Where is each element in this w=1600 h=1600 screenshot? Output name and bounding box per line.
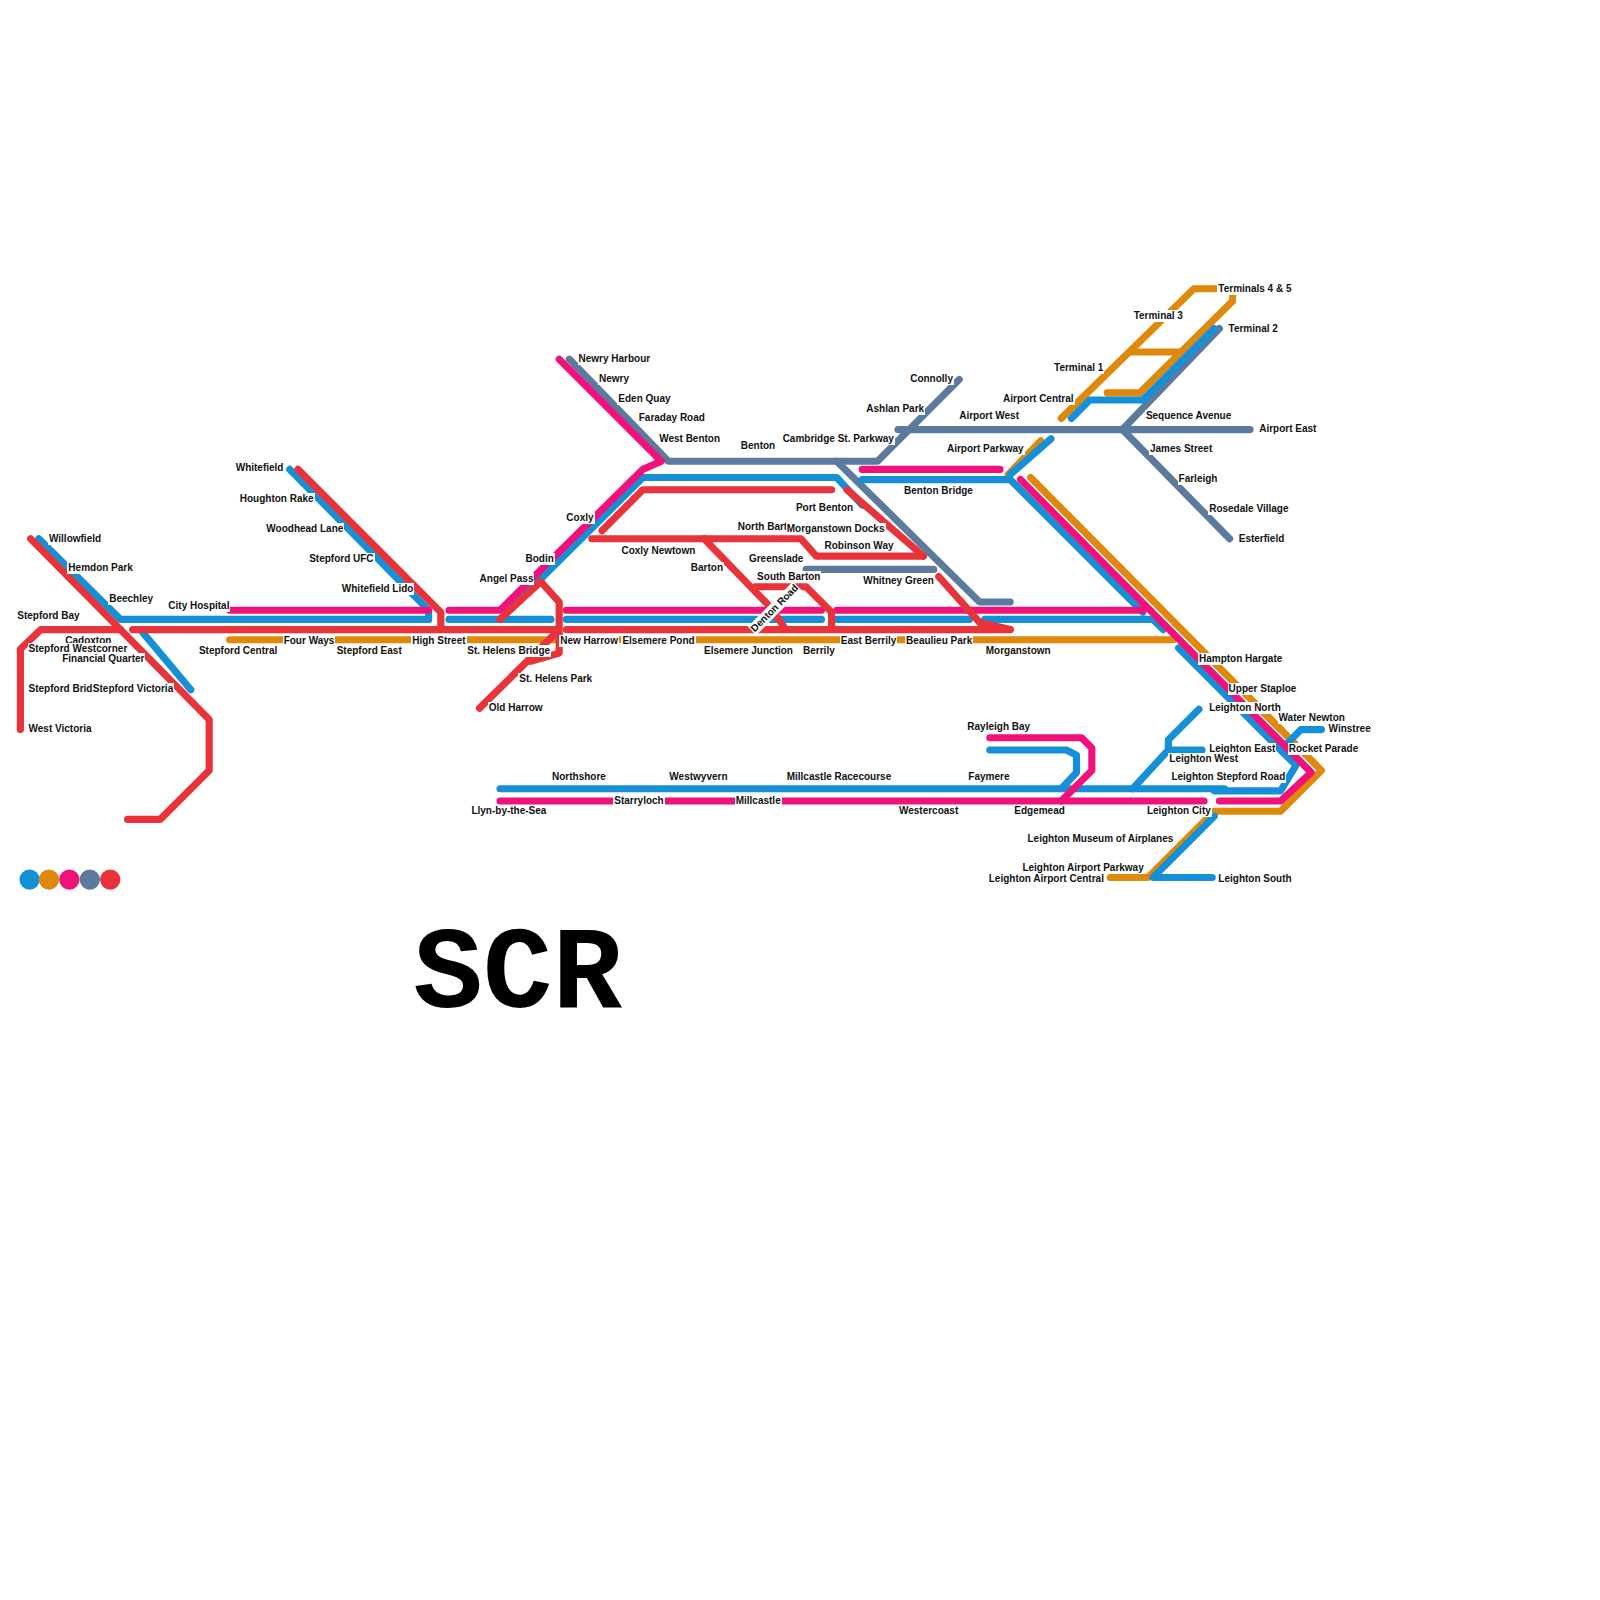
legend-dots: [19, 869, 120, 889]
station-label: Elsemere Junction: [703, 645, 794, 657]
station-label: Westercoast: [898, 805, 959, 817]
station-label: Stepford Bay: [16, 610, 80, 622]
station-label: Llyn-by-the-Sea: [470, 805, 547, 817]
station-label: Stepford UFC: [308, 553, 374, 565]
station-label: Financial Quarter: [61, 653, 145, 665]
station-label: Whitney Green: [862, 575, 935, 587]
station-label: Stepford Central: [198, 645, 278, 657]
station-label: Rosedale Village: [1208, 503, 1289, 515]
station-label: Leighton West: [1168, 753, 1239, 765]
station-label: New Harrow: [559, 635, 619, 647]
station-label: Woodhead Lane: [265, 523, 344, 535]
station-label: West Benton: [658, 433, 721, 445]
station-label: Winstree: [1328, 723, 1372, 735]
station-label: High Street: [411, 635, 466, 647]
station-label: Newry: [598, 373, 630, 385]
station-label: Leighton Airport Central: [988, 873, 1105, 885]
station-label: Leighton North: [1208, 702, 1282, 714]
station-label: Faymere: [967, 771, 1010, 783]
station-label: Leighton South: [1217, 873, 1292, 885]
blue-line: [39, 329, 1322, 878]
station-label: Morganstown Docks: [786, 523, 886, 535]
station-label: Coxly: [565, 512, 594, 524]
station-label: Millcastle Racecourse: [786, 771, 893, 783]
slate-line: [569, 329, 1250, 602]
station-label: South Barton: [756, 571, 821, 583]
station-label: Rayleigh Bay: [966, 721, 1031, 733]
station-label: Terminal 1: [1053, 362, 1104, 374]
station-label: Esterfield: [1238, 533, 1286, 545]
station-label: Willowfield: [48, 533, 102, 545]
station-label: Angel Pass: [479, 573, 535, 585]
station-label: Rocket Parade: [1288, 743, 1359, 755]
station-label: East Berrily: [840, 635, 898, 647]
red-line: [20, 469, 1010, 819]
station-label: St. Helens Bridge: [466, 645, 551, 657]
station-label: Westwyvern: [668, 771, 728, 783]
station-label: Whitefield: [235, 462, 285, 474]
station-label: Airport West: [958, 410, 1020, 422]
station-label: Ashlan Park: [865, 403, 925, 415]
station-label: Millcastle: [735, 795, 782, 807]
station-label: Leighton Museum of Airplanes: [1027, 833, 1175, 845]
station-label: Edgemead: [1013, 805, 1066, 817]
station-label: Airport Parkway: [946, 443, 1025, 455]
station-label: Morganstown: [985, 645, 1052, 657]
station-label: Leighton City: [1146, 805, 1212, 817]
station-label: City Hospital: [167, 600, 230, 612]
station-label: Airport East: [1258, 423, 1317, 435]
station-label: Benton Bridge: [903, 485, 974, 497]
station-label: Stepford East: [336, 645, 403, 657]
station-label: Upper Staploe: [1228, 683, 1298, 695]
station-label: Beechley: [108, 593, 154, 605]
station-label: Houghton Rake: [239, 493, 315, 505]
station-label: Coxly Newtown: [620, 545, 696, 557]
station-label: Barton: [690, 562, 724, 574]
station-label: Beaulieu Park: [905, 635, 973, 647]
station-label: Berrily: [802, 645, 836, 657]
station-label: Stepford Victoria: [92, 683, 174, 695]
station-label: Whitefield Lido: [341, 583, 415, 595]
station-label: Port Benton: [795, 502, 854, 514]
station-label: Northshore: [551, 771, 607, 783]
station-label: West Victoria: [28, 723, 93, 735]
station-label: Eden Quay: [617, 393, 671, 405]
station-label: Old Harrow: [488, 702, 544, 714]
station-label: Newry Harbour: [578, 353, 652, 365]
station-label: Faraday Road: [638, 412, 706, 424]
orange-line: [230, 289, 1322, 878]
station-label: Benton: [740, 440, 776, 452]
station-label: Connolly: [909, 373, 954, 385]
station-label: Hampton Hargate: [1198, 653, 1283, 665]
station-label: Farleigh: [1178, 473, 1219, 485]
station-label: Greenslade: [748, 553, 804, 565]
station-label: Airport Central: [1002, 393, 1075, 405]
station-label: Elsemere Pond: [621, 635, 695, 647]
station-label: Terminals 4 & 5: [1217, 283, 1292, 295]
station-label: Bodin: [524, 553, 554, 565]
station-label: Robinson Way: [823, 540, 894, 552]
map-title: SCR: [413, 918, 622, 1034]
station-label: James Street: [1149, 443, 1213, 455]
station-label: Starryloch: [613, 795, 664, 807]
station-label: Leighton Stepford Road: [1170, 771, 1286, 783]
station-label: Four Ways: [283, 635, 336, 647]
pink-line: [230, 359, 1312, 801]
station-label: St. Helens Park: [518, 673, 593, 685]
station-label: Hemdon Park: [67, 562, 133, 574]
station-label: Terminal 2: [1228, 323, 1279, 335]
station-label: Cambridge St. Parkway: [782, 433, 895, 445]
station-label: Sequence Avenue: [1145, 410, 1232, 422]
station-label: Terminal 3: [1133, 310, 1184, 322]
